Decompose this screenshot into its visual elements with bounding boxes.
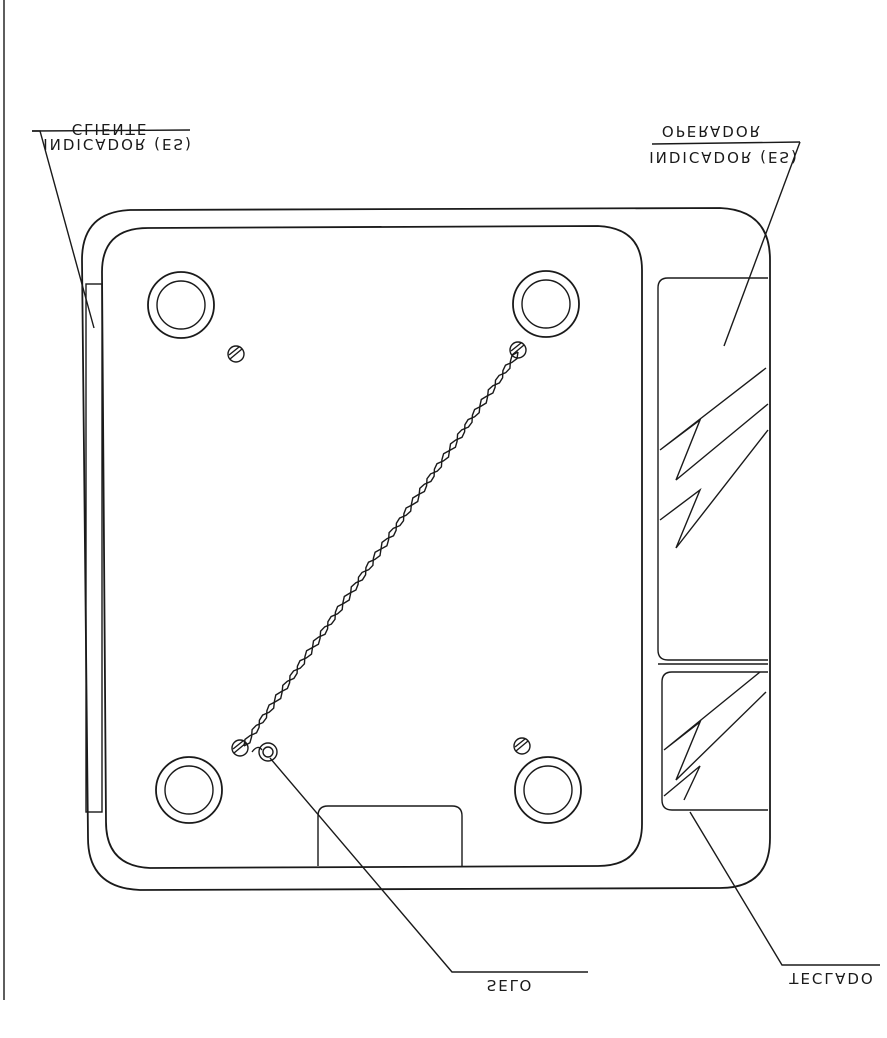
leader-selo xyxy=(269,757,588,973)
label-operador-indicador: INDICADOR (ES) xyxy=(649,148,799,166)
seal-wire-strand xyxy=(243,351,519,747)
screw-icon xyxy=(231,739,249,757)
label-cliente-indicador: INDICADOR (ES) xyxy=(43,135,193,153)
label-teclado: TECLADO xyxy=(788,969,874,987)
label-cliente: CLIENTE xyxy=(72,120,149,138)
screw-icon xyxy=(509,341,527,359)
customer-indicator-strip xyxy=(85,283,103,813)
foot-top-right-outer xyxy=(512,270,580,338)
label-operador: OPERADOR xyxy=(662,122,762,140)
foot-bottom-right-inner xyxy=(523,765,573,815)
leader-operator-underline xyxy=(651,141,801,145)
leader-teclado xyxy=(689,811,880,966)
bottom-center-tab xyxy=(317,805,463,866)
break-symbol-operator xyxy=(659,367,769,481)
foot-bottom-left-inner xyxy=(164,765,214,815)
lead-seal-icon xyxy=(251,742,278,762)
screw-icon xyxy=(227,345,245,363)
foot-bottom-right-outer xyxy=(514,756,582,824)
inner-base-plate xyxy=(101,225,643,869)
leader-operator-indicator xyxy=(723,141,801,347)
keyboard-panel xyxy=(661,671,768,811)
break-symbol-operator-2 xyxy=(659,429,769,549)
leader-customer-indicator xyxy=(32,130,95,329)
foot-top-left-inner xyxy=(156,280,206,330)
break-symbol-keyboard xyxy=(663,671,767,781)
screw-icon xyxy=(513,737,531,755)
leader-customer-underline xyxy=(31,129,191,132)
label-selo: SELO xyxy=(487,976,534,994)
foot-bottom-left-outer xyxy=(155,756,223,824)
outer-housing xyxy=(81,207,771,891)
operator-indicator-panel xyxy=(657,277,768,661)
break-symbol-keyboard-2 xyxy=(663,765,701,801)
foot-top-left-outer xyxy=(147,271,215,339)
foot-top-right-inner xyxy=(521,279,571,329)
